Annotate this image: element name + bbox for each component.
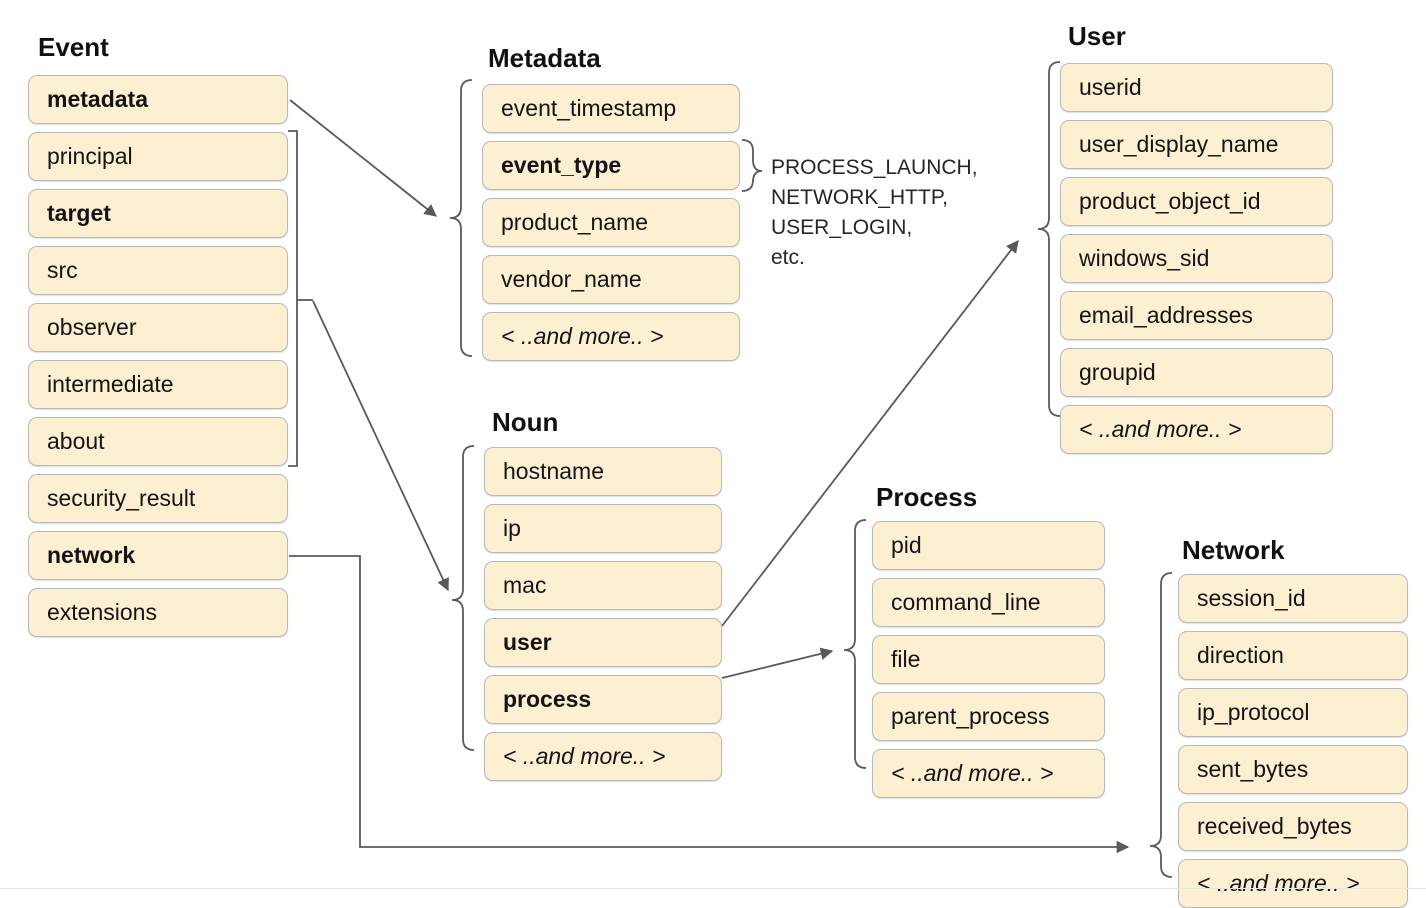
field-event-target[interactable]: target bbox=[28, 189, 288, 238]
field-user-userid[interactable]: userid bbox=[1060, 63, 1333, 112]
field-event-intermediate[interactable]: intermediate bbox=[28, 360, 288, 409]
field-process-pid[interactable]: pid bbox=[872, 521, 1105, 570]
field-network-received-bytes[interactable]: received_bytes bbox=[1178, 802, 1408, 851]
field-network-session-id[interactable]: session_id bbox=[1178, 574, 1408, 623]
field-list-event: metadata principal target src observer i… bbox=[28, 75, 288, 637]
field-noun-ip[interactable]: ip bbox=[484, 504, 722, 553]
field-noun-user[interactable]: user bbox=[484, 618, 722, 667]
field-event-principal[interactable]: principal bbox=[28, 132, 288, 181]
bottom-divider bbox=[0, 888, 1426, 889]
group-title-metadata: Metadata bbox=[488, 43, 601, 73]
field-list-noun: hostname ip mac user process < ..and mor… bbox=[484, 447, 722, 781]
field-process-parent-process[interactable]: parent_process bbox=[872, 692, 1105, 741]
field-event-security-result[interactable]: security_result bbox=[28, 474, 288, 523]
event-type-brace bbox=[741, 139, 763, 192]
field-user-groupid[interactable]: groupid bbox=[1060, 348, 1333, 397]
group-title-process: Process bbox=[876, 482, 978, 512]
field-metadata-event-timestamp[interactable]: event_timestamp bbox=[482, 84, 740, 133]
field-process-file[interactable]: file bbox=[872, 635, 1105, 684]
field-network-sent-bytes[interactable]: sent_bytes bbox=[1178, 745, 1408, 794]
field-event-extensions[interactable]: extensions bbox=[28, 588, 288, 637]
field-list-metadata: event_timestamp event_type product_name … bbox=[482, 84, 740, 361]
event-subgroup-bracket bbox=[288, 130, 298, 467]
connector-noun bbox=[312, 300, 449, 592]
field-network-ip-protocol[interactable]: ip_protocol bbox=[1178, 688, 1408, 737]
field-noun-process[interactable]: process bbox=[484, 675, 722, 724]
user-group-brace bbox=[1037, 61, 1061, 417]
field-metadata-event-type[interactable]: event_type bbox=[482, 141, 740, 190]
field-metadata-vendor-name[interactable]: vendor_name bbox=[482, 255, 740, 304]
field-event-src[interactable]: src bbox=[28, 246, 288, 295]
field-event-about[interactable]: about bbox=[28, 417, 288, 466]
connector-metadata bbox=[289, 99, 437, 217]
field-user-email-addresses[interactable]: email_addresses bbox=[1060, 291, 1333, 340]
connector-process bbox=[721, 647, 834, 679]
field-user-windows-sid[interactable]: windows_sid bbox=[1060, 234, 1333, 283]
field-process-command-line[interactable]: command_line bbox=[872, 578, 1105, 627]
metadata-group-brace bbox=[449, 79, 473, 357]
field-event-network[interactable]: network bbox=[28, 531, 288, 580]
field-noun-hostname[interactable]: hostname bbox=[484, 447, 722, 496]
field-event-metadata[interactable]: metadata bbox=[28, 75, 288, 124]
noun-group-brace bbox=[451, 445, 475, 751]
annotation-line-3: USER_LOGIN, bbox=[771, 216, 913, 239]
field-user-and-more[interactable]: < ..and more.. > bbox=[1060, 405, 1333, 454]
network-group-brace bbox=[1149, 572, 1173, 878]
field-metadata-and-more[interactable]: < ..and more.. > bbox=[482, 312, 740, 361]
field-list-user: userid user_display_name product_object_… bbox=[1060, 63, 1333, 454]
field-noun-mac[interactable]: mac bbox=[484, 561, 722, 610]
annotation-line-1: PROCESS_LAUNCH, bbox=[771, 156, 978, 179]
field-user-display-name[interactable]: user_display_name bbox=[1060, 120, 1333, 169]
group-title-user: User bbox=[1068, 21, 1126, 51]
field-list-network: session_id direction ip_protocol sent_by… bbox=[1178, 574, 1408, 908]
group-title-network: Network bbox=[1182, 535, 1285, 565]
field-user-product-object-id[interactable]: product_object_id bbox=[1060, 177, 1333, 226]
field-network-direction[interactable]: direction bbox=[1178, 631, 1408, 680]
field-metadata-product-name[interactable]: product_name bbox=[482, 198, 740, 247]
group-title-noun: Noun bbox=[492, 407, 559, 437]
event-type-annotation: PROCESS_LAUNCH, NETWORK_HTTP, USER_LOGIN… bbox=[771, 153, 978, 273]
field-noun-and-more[interactable]: < ..and more.. > bbox=[484, 732, 722, 781]
field-process-and-more[interactable]: < ..and more.. > bbox=[872, 749, 1105, 798]
group-title-event: Event bbox=[38, 32, 109, 62]
process-group-brace bbox=[843, 519, 867, 769]
annotation-line-2: NETWORK_HTTP, bbox=[771, 186, 948, 209]
annotation-line-4: etc. bbox=[771, 246, 805, 269]
field-event-observer[interactable]: observer bbox=[28, 303, 288, 352]
field-list-process: pid command_line file parent_process < .… bbox=[872, 521, 1105, 798]
